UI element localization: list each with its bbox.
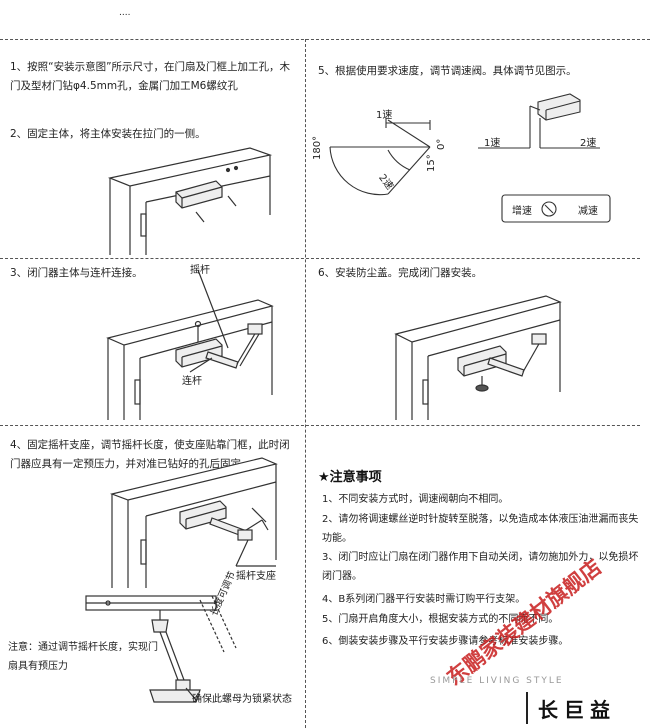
note-item-2: 2、请勿将调速螺丝逆时针旋转至脱落，以免造成本体液压油泄漏而丧失功能。 <box>322 514 639 544</box>
center-divider <box>305 39 306 728</box>
slogan-watermark: SIMPLE LIVING STYLE <box>430 676 564 686</box>
top-divider <box>0 39 650 40</box>
header-mark: .... <box>119 8 131 18</box>
note-item-4: 4、B系列闭门器平行安装时需订购平行支架。 <box>322 594 526 605</box>
note-item-5: 5、门扇开启角度大小，根据安装方式的不同而不同。 <box>322 614 559 625</box>
step-1-text: 1、按照“安装示意图”所示尺寸，在门扇及门框上加工孔，木门及型材门钻φ4.5mm… <box>10 61 291 92</box>
note-item-3: 3、闭门时应让门扇在闭门器作用下自动关闭，请勿施加外力，以免损坏闭门器。 <box>322 552 639 582</box>
brand-name: 长巨益 <box>538 698 616 722</box>
speed-up-button: 增速 <box>512 206 532 217</box>
speed1-label-b: 1速 <box>484 138 501 149</box>
speed-down-button: 减速 <box>578 206 598 217</box>
note-item-6: 6、倒装安装步骤及平行安装步骤请参考标准安装步骤。 <box>322 636 569 647</box>
step-3-text: 3、闭门器主体与连杆连接。 <box>10 267 143 279</box>
row-divider-2 <box>0 425 640 426</box>
speed1-label-a: 1速 <box>376 110 393 121</box>
step-6-text: 6、安装防尘盖。完成闭门器安装。 <box>318 267 483 279</box>
link-rod-label: 连杆 <box>182 376 202 387</box>
note-item-1: 1、不同安装方式时，调速阀朝向不相同。 <box>322 494 509 505</box>
speed2-label-b: 2速 <box>580 138 597 149</box>
notes-title: ★注意事项 <box>318 470 382 485</box>
step-5-text: 5、根据使用要求速度，调节调速阀。具体调节见图示。 <box>318 65 577 77</box>
rocker-label: 摇杆 <box>190 265 210 276</box>
lock-nut-label: 确保此螺母为锁紧状态 <box>192 694 292 705</box>
step-4-text: 4、固定摇杆支座，调节摇杆长度，使支座贴靠门框，此时闭门器应具有一定预压力，并对… <box>10 439 290 470</box>
brand-badge: 长巨益 <box>526 690 640 726</box>
rocker-base-label: 摇杆支座 <box>236 571 276 582</box>
left-note: 注意：通过调节摇杆长度，实现门扇具有预压力 <box>8 642 158 672</box>
row-divider-1 <box>0 258 640 259</box>
step-2-text: 2、固定主体，将主体安装在拉门的一侧。 <box>10 128 206 140</box>
